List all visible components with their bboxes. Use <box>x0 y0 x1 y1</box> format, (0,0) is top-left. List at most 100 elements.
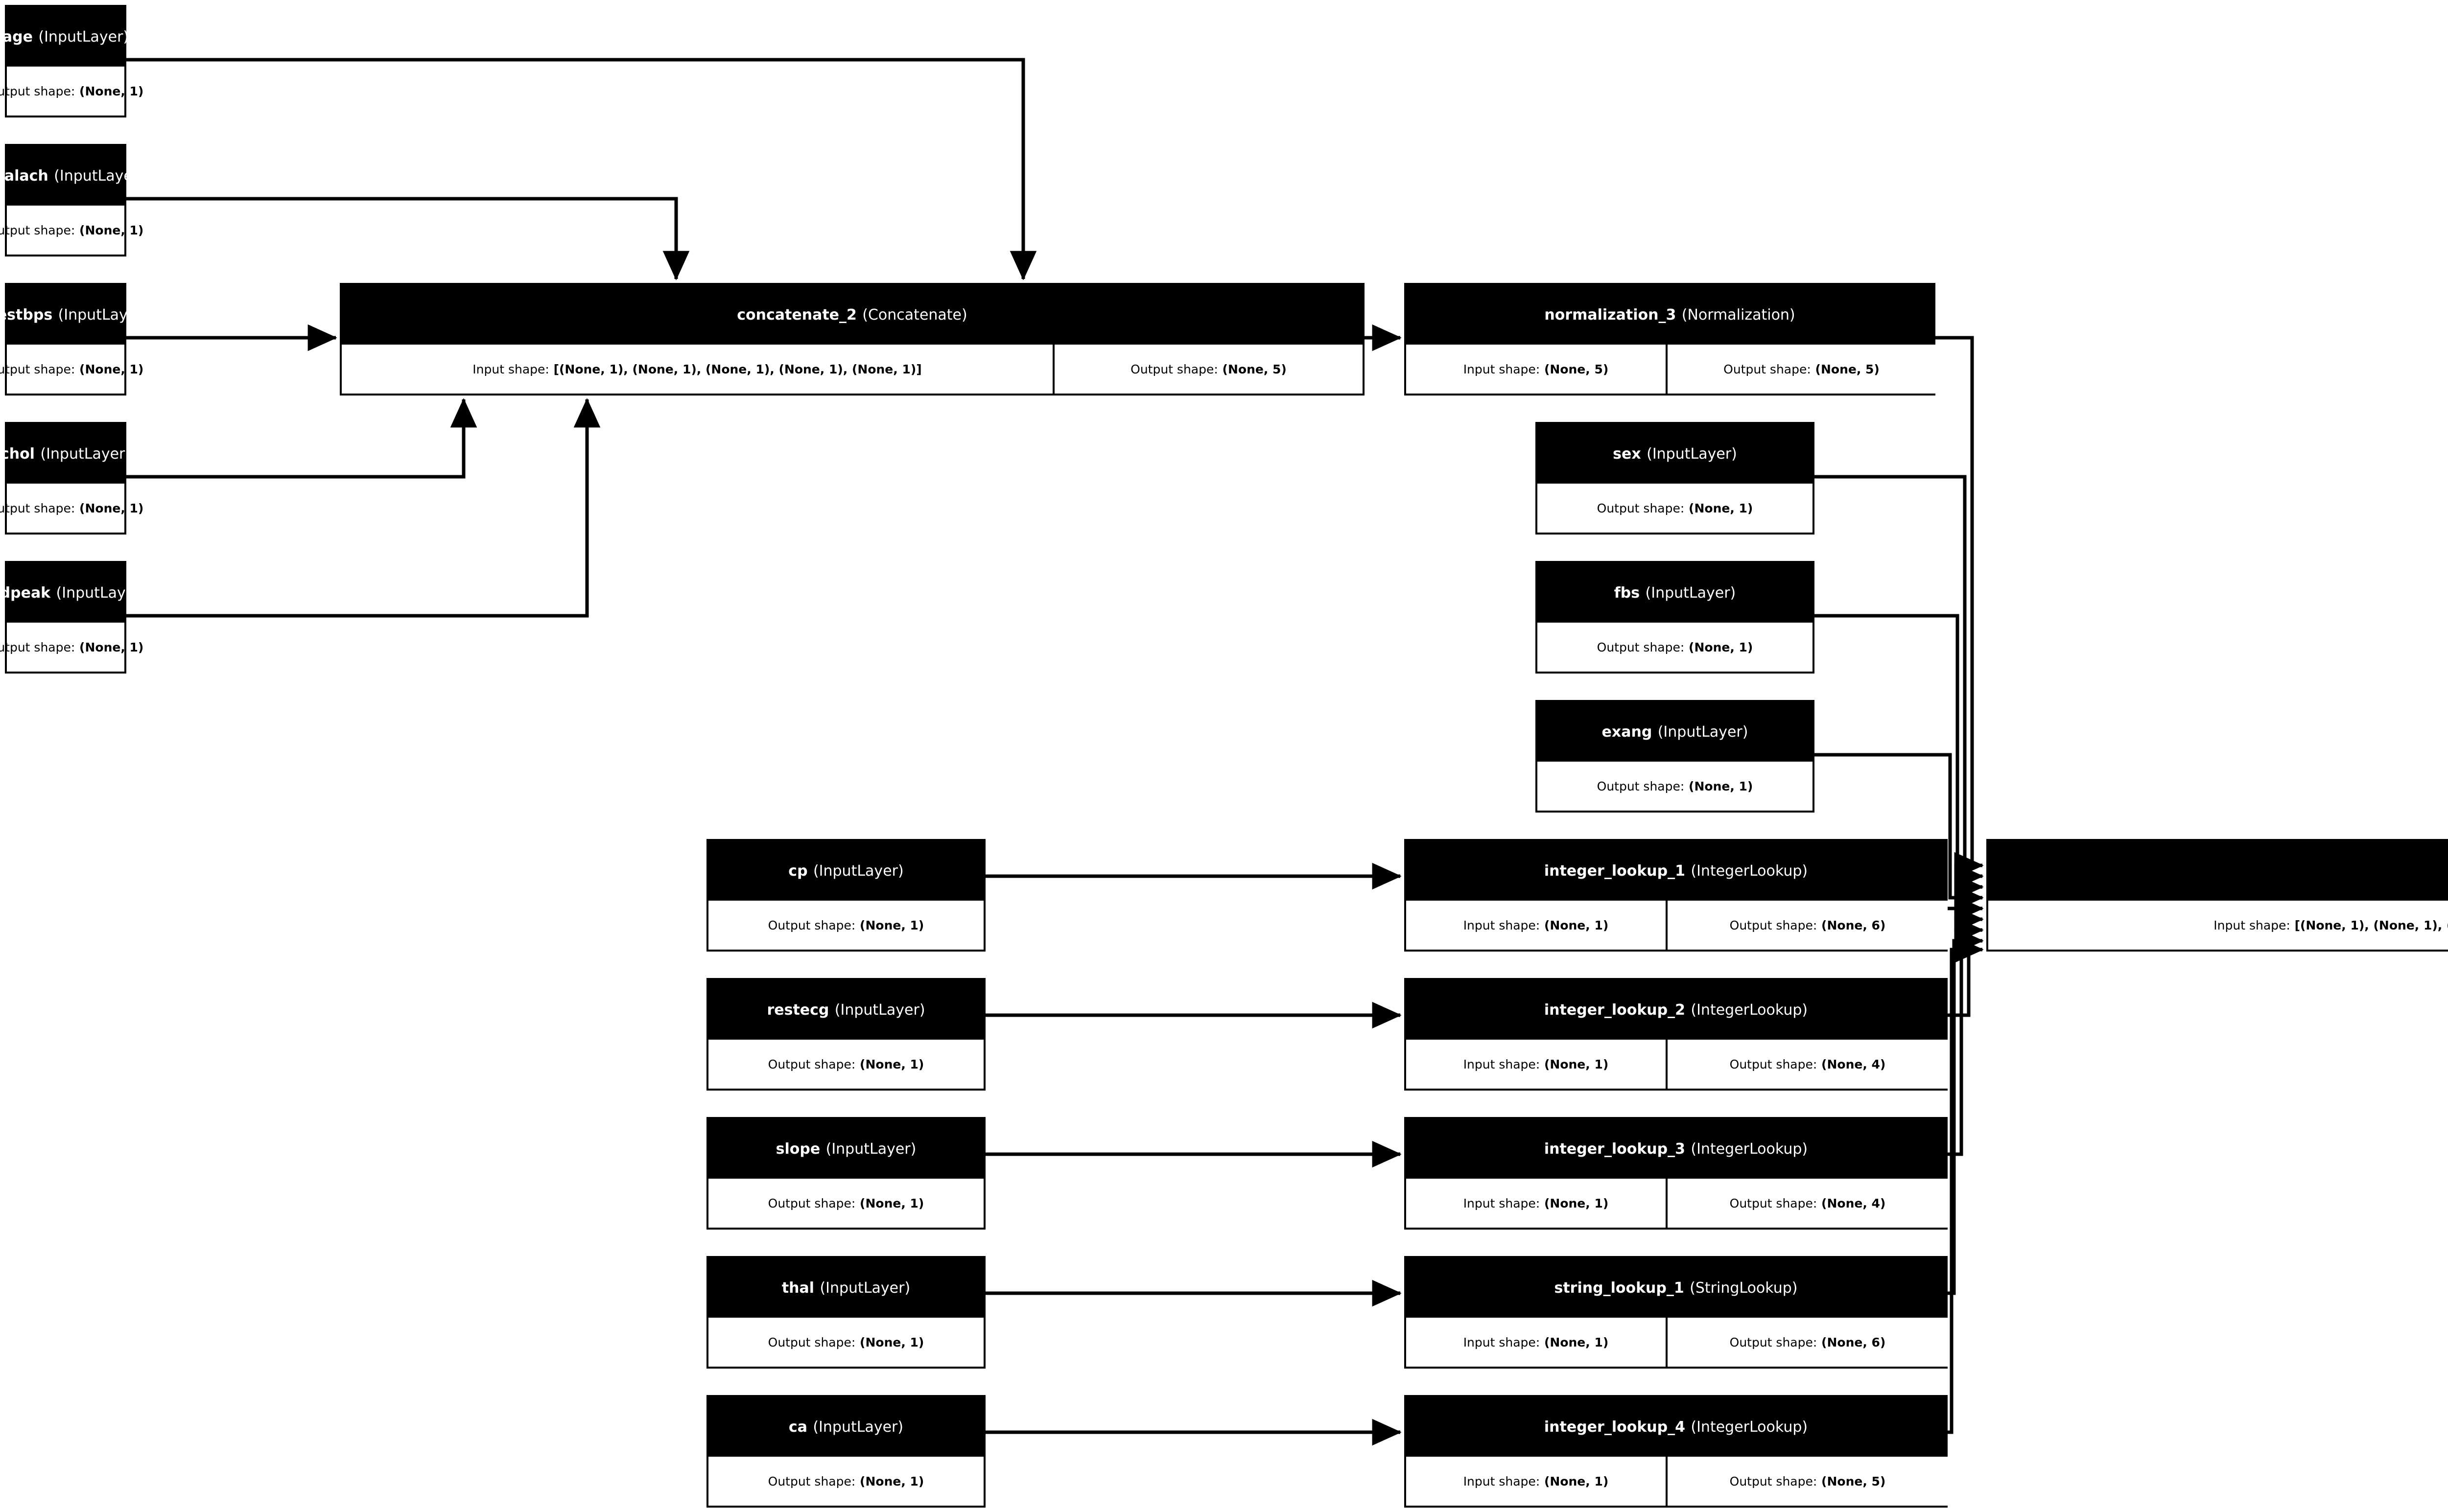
layer-node-thalach[interactable]: thalach(InputLayer)Output shape:(None, 1… <box>0 144 144 256</box>
layer-title-chol: chol(InputLayer) <box>0 424 131 484</box>
layer-shape-row-string_lookup_1: Input shape:(None, 1)Output shape:(None,… <box>1406 1318 1948 1367</box>
layer-title-ca: ca(InputLayer) <box>708 1397 984 1457</box>
edge-integer_lookup_4-to-concatenate_3 <box>1948 936 1984 1434</box>
output-shape-cell-integer_lookup_4: Output shape: (None, 5) <box>1668 1457 1948 1506</box>
output-shape-cell-restecg: Output shape: (None, 1) <box>708 1040 984 1089</box>
layer-class: (IntegerLookup) <box>1691 1418 1808 1436</box>
shape-label: Output shape: <box>1597 640 1685 654</box>
shape-value: (None, 1) <box>860 1057 924 1071</box>
output-shape-cell-integer_lookup_3: Output shape:(None, 4) <box>1668 1179 1948 1228</box>
layer-node-integer_lookup_1[interactable]: integer_lookup_1(IntegerLookup)Input sha… <box>1404 839 1948 952</box>
layer-shape-row-thalach: Output shape:(None, 1) <box>0 206 143 255</box>
layer-node-integer_lookup_3[interactable]: integer_lookup_3(IntegerLookup)Input sha… <box>1404 1117 1948 1230</box>
layer-title-integer_lookup_4: integer_lookup_4(IntegerLookup) <box>1406 1397 1946 1457</box>
shape-value: (None, 5) <box>1544 362 1609 376</box>
layer-name: ca <box>788 1418 807 1436</box>
shape-label: Output shape: <box>1729 1335 1817 1349</box>
layer-title-exang: exang(InputLayer) <box>1537 702 1812 762</box>
output-shape-cell-thalach: Output shape:(None, 1) <box>0 206 143 255</box>
layer-node-thal[interactable]: thal (InputLayer) Output shape:(None, 1) <box>706 1256 986 1369</box>
layer-class: (IntegerLookup) <box>1691 1140 1808 1158</box>
layer-node-slope[interactable]: slope(InputLayer)Output shape:(None, 1) <box>706 1117 986 1230</box>
output-shape-cell-slope: Output shape:(None, 1) <box>708 1179 984 1228</box>
shape-value: (None, 1) <box>1544 918 1609 932</box>
layer-node-trestbps[interactable]: trestbps(InputLayer)Output shape:(None, … <box>0 283 148 395</box>
layer-node-sex[interactable]: sex(InputLayer)Output shape:(None, 1) <box>1535 422 1814 535</box>
layer-class: (InputLayer) <box>38 28 129 46</box>
layer-node-cp[interactable]: cp(InputLayer)Output shape:(None, 1) <box>706 839 986 952</box>
shape-value: (None, 5) <box>1815 362 1880 376</box>
shape-label: Output shape: <box>1729 1474 1817 1489</box>
layer-class: (Concatenate) <box>862 306 967 324</box>
shape-value: (None, 1) <box>1689 640 1753 654</box>
output-shape-cell-concatenate_2: Output shape:(None, 5) <box>1055 345 1363 394</box>
shape-label: Input shape: <box>2213 918 2290 932</box>
layer-title-fbs: fbs(InputLayer) <box>1537 563 1812 623</box>
layer-node-chol[interactable]: chol(InputLayer) Output shape: (None, 1) <box>0 422 143 535</box>
layer-node-ca[interactable]: ca(InputLayer)Output shape:(None, 1) <box>706 1395 986 1508</box>
shape-label: Input shape: <box>1463 362 1540 376</box>
shape-value: (None, 1) <box>860 1196 924 1210</box>
input-shape-cell-concatenate_3: Input shape:[(None, 1), (None, 1), (None… <box>1988 901 2448 950</box>
shape-label: Output shape: <box>0 84 75 98</box>
shape-value: (None, 1) <box>79 362 144 376</box>
layer-title-string_lookup_1: string_lookup_1(StringLookup) <box>1406 1258 1946 1318</box>
layer-name: age <box>2 28 33 46</box>
input-shape-cell-string_lookup_1: Input shape:(None, 1) <box>1406 1318 1666 1367</box>
shape-label: Input shape: <box>1463 918 1540 932</box>
layer-node-concatenate_3[interactable]: concatenate_3(Concatenate)Input shape:[(… <box>1986 839 2448 952</box>
layer-node-string_lookup_1[interactable]: string_lookup_1(StringLookup)Input shape… <box>1404 1256 1948 1369</box>
layer-shape-row-integer_lookup_4: Input shape:(None, 1)Output shape:(None,… <box>1406 1457 1948 1506</box>
layer-title-restecg: restecg(InputLayer) <box>708 980 984 1040</box>
shape-value: [(None, 1), (None, 1), (None, 1), (None,… <box>553 362 922 376</box>
layer-name: thal <box>781 1279 815 1297</box>
layer-class: (InputLayer) <box>834 1001 925 1019</box>
layer-node-integer_lookup_4[interactable]: integer_lookup_4(IntegerLookup)Input sha… <box>1404 1395 1948 1508</box>
edge-string_lookup_1-to-concatenate_3 <box>1948 927 1984 1295</box>
layer-name: exang <box>1601 723 1652 741</box>
shape-value: (None, 1) <box>1544 1057 1609 1071</box>
layer-title-thal: thal (InputLayer) <box>708 1258 984 1318</box>
layer-class: (InputLayer) <box>813 862 904 880</box>
layer-node-exang[interactable]: exang(InputLayer)Output shape:(None, 1) <box>1535 700 1814 813</box>
layer-name: thalach <box>0 167 48 185</box>
edge-sex-to-concatenate_3 <box>1814 475 1984 890</box>
layer-node-oldpeak[interactable]: oldpeak(InputLayer)Output shape:(None, 1… <box>0 561 146 674</box>
shape-label: Output shape: <box>0 501 75 515</box>
shape-value: (None, 1) <box>1544 1196 1609 1210</box>
layer-title-thalach: thalach(InputLayer) <box>0 146 144 206</box>
layer-node-age[interactable]: age (InputLayer) Output shape:(None, 1) <box>0 5 143 117</box>
layer-shape-row-chol: Output shape: (None, 1) <box>0 484 143 533</box>
edge-age-to-concatenate_2 <box>126 58 1037 280</box>
shape-value: (None, 1) <box>79 501 144 515</box>
shape-label: Output shape: <box>768 1057 856 1071</box>
layer-title-concatenate_2: concatenate_2(Concatenate) <box>342 285 1363 345</box>
layer-name: slope <box>776 1140 821 1158</box>
layer-class: (InputLayer) <box>820 1279 911 1297</box>
shape-label: Output shape: <box>1597 779 1685 793</box>
layer-shape-row-exang: Output shape:(None, 1) <box>1537 762 1812 811</box>
shape-label: Output shape: <box>768 1335 856 1349</box>
layer-node-fbs[interactable]: fbs(InputLayer) Output shape: (None, 1) <box>1535 561 1814 674</box>
layer-shape-row-age: Output shape:(None, 1) <box>0 67 143 116</box>
layer-class: (InputLayer) <box>56 584 147 602</box>
output-shape-cell-integer_lookup_1: Output shape:(None, 6) <box>1668 901 1948 950</box>
layer-shape-row-concatenate_3: Input shape:[(None, 1), (None, 1), (None… <box>1988 901 2448 950</box>
shape-value: (None, 5) <box>1821 1474 1886 1489</box>
layer-node-integer_lookup_2[interactable]: integer_lookup_2(IntegerLookup)Input sha… <box>1404 978 1948 1091</box>
input-shape-cell-concatenate_2: Input shape:[(None, 1), (None, 1), (None… <box>342 345 1053 394</box>
shape-label: Output shape: <box>1130 362 1218 376</box>
output-shape-cell-thal: Output shape:(None, 1) <box>708 1318 984 1367</box>
input-shape-cell-integer_lookup_2: Input shape:(None, 1) <box>1406 1040 1666 1089</box>
layer-node-concatenate_2[interactable]: concatenate_2(Concatenate)Input shape:[(… <box>340 283 1365 395</box>
layer-title-slope: slope(InputLayer) <box>708 1119 984 1179</box>
layer-name: sex <box>1613 445 1641 463</box>
layer-node-normalization_3[interactable]: normalization_3(Normalization)Input shap… <box>1404 283 1935 395</box>
layer-shape-row-slope: Output shape:(None, 1) <box>708 1179 984 1228</box>
layer-node-restecg[interactable]: restecg(InputLayer) Output shape: (None, 1… <box>706 978 986 1091</box>
layer-title-trestbps: trestbps(InputLayer) <box>0 285 148 345</box>
shape-value: (None, 1) <box>860 1474 924 1489</box>
shape-label: Output shape: <box>1729 1057 1817 1071</box>
